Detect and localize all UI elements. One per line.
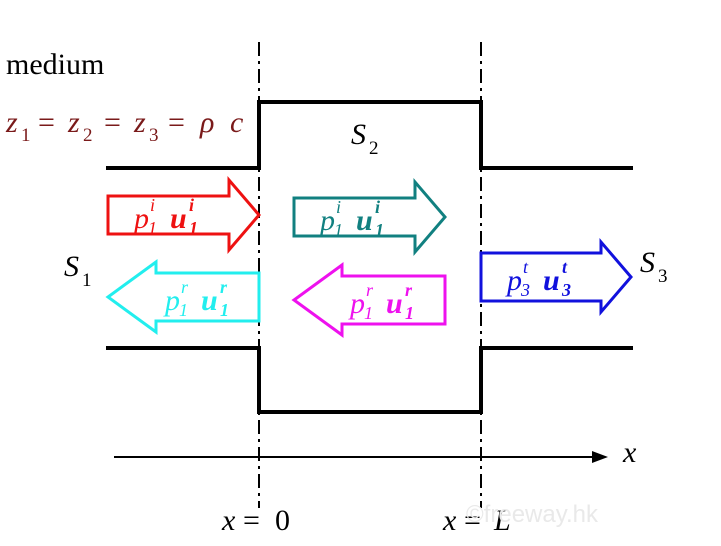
u-symbol: u [386, 287, 403, 320]
p-subscript: 1 [364, 303, 373, 323]
x0-equals: = [243, 504, 260, 537]
upper-wall [106, 100, 633, 170]
p-superscript: i [336, 197, 341, 217]
impedance-equation: z 1 = z 2 = z 3 = ρ c [5, 106, 243, 146]
p-superscript: t [523, 257, 529, 277]
u-superscript: r [220, 277, 228, 297]
u-subscript: 1 [375, 220, 384, 240]
pipe-walls [106, 100, 633, 414]
x-axis-arrowhead [592, 451, 608, 463]
lower-wall [106, 346, 633, 414]
s2-subscript: 2 [369, 138, 379, 159]
z3-symbol: z [133, 106, 146, 139]
area-s3: S 3 [640, 246, 668, 287]
u-subscript: 1 [189, 218, 198, 238]
medium-label: medium [6, 48, 104, 81]
u-subscript: 1 [405, 303, 414, 323]
u-superscript: r [405, 280, 413, 300]
xL-var: x [442, 504, 457, 537]
xL-equals: = [464, 504, 481, 537]
p-symbol: p [318, 204, 335, 237]
p-superscript: r [181, 277, 189, 297]
area-s1: S 1 [64, 250, 92, 291]
x0-var: x [221, 504, 236, 537]
p-symbol: p [163, 284, 180, 317]
p-subscript: 1 [148, 218, 157, 238]
u-subscript: 1 [220, 300, 229, 320]
u-symbol: u [201, 284, 218, 317]
p-subscript: 1 [334, 220, 343, 240]
s3-symbol: S [640, 246, 655, 279]
s2-symbol: S [351, 118, 366, 151]
c-symbol: c [230, 106, 243, 139]
arrow-shape [292, 177, 447, 257]
arrow-shape [479, 237, 633, 317]
p-superscript: r [366, 280, 374, 300]
z2-subscript: 2 [83, 125, 93, 146]
p-symbol: p [132, 202, 149, 235]
arrow-shape [105, 259, 261, 335]
u-symbol: u [170, 202, 187, 235]
u-superscript: t [562, 257, 568, 277]
p-subscript: 1 [179, 300, 188, 320]
position-x0: x = 0 [221, 504, 290, 537]
rho-symbol: ρ [199, 106, 214, 139]
equals-2: = [104, 106, 121, 139]
z3-subscript: 3 [149, 125, 159, 146]
x-axis: x [114, 436, 637, 469]
u-subscript: 3 [561, 280, 571, 300]
arrow-shape [291, 262, 447, 338]
s1-subscript: 1 [82, 270, 92, 291]
s3-subscript: 3 [658, 266, 668, 287]
u-symbol: u [356, 204, 373, 237]
p-superscript: i [150, 195, 155, 215]
x0-value: 0 [275, 504, 290, 537]
z1-symbol: z [5, 106, 18, 139]
p-symbol: p [505, 264, 522, 297]
arrow-shape [106, 175, 261, 255]
z1-subscript: 1 [21, 125, 31, 146]
area-s2: S 2 [351, 118, 379, 159]
s1-symbol: S [64, 250, 79, 283]
x-axis-label: x [622, 436, 637, 469]
u-symbol: u [543, 264, 560, 297]
u-superscript: i [375, 197, 380, 217]
boundary-lines [258, 42, 482, 508]
p-subscript: 3 [520, 280, 530, 300]
u-superscript: i [189, 195, 194, 215]
position-xL: x = L [442, 504, 511, 537]
watermark: ©freeway.hk [466, 501, 599, 528]
equals-1: = [38, 106, 55, 139]
xL-value: L [493, 504, 511, 537]
z2-symbol: z [67, 106, 80, 139]
equals-3: = [168, 106, 185, 139]
p-symbol: p [348, 287, 365, 320]
